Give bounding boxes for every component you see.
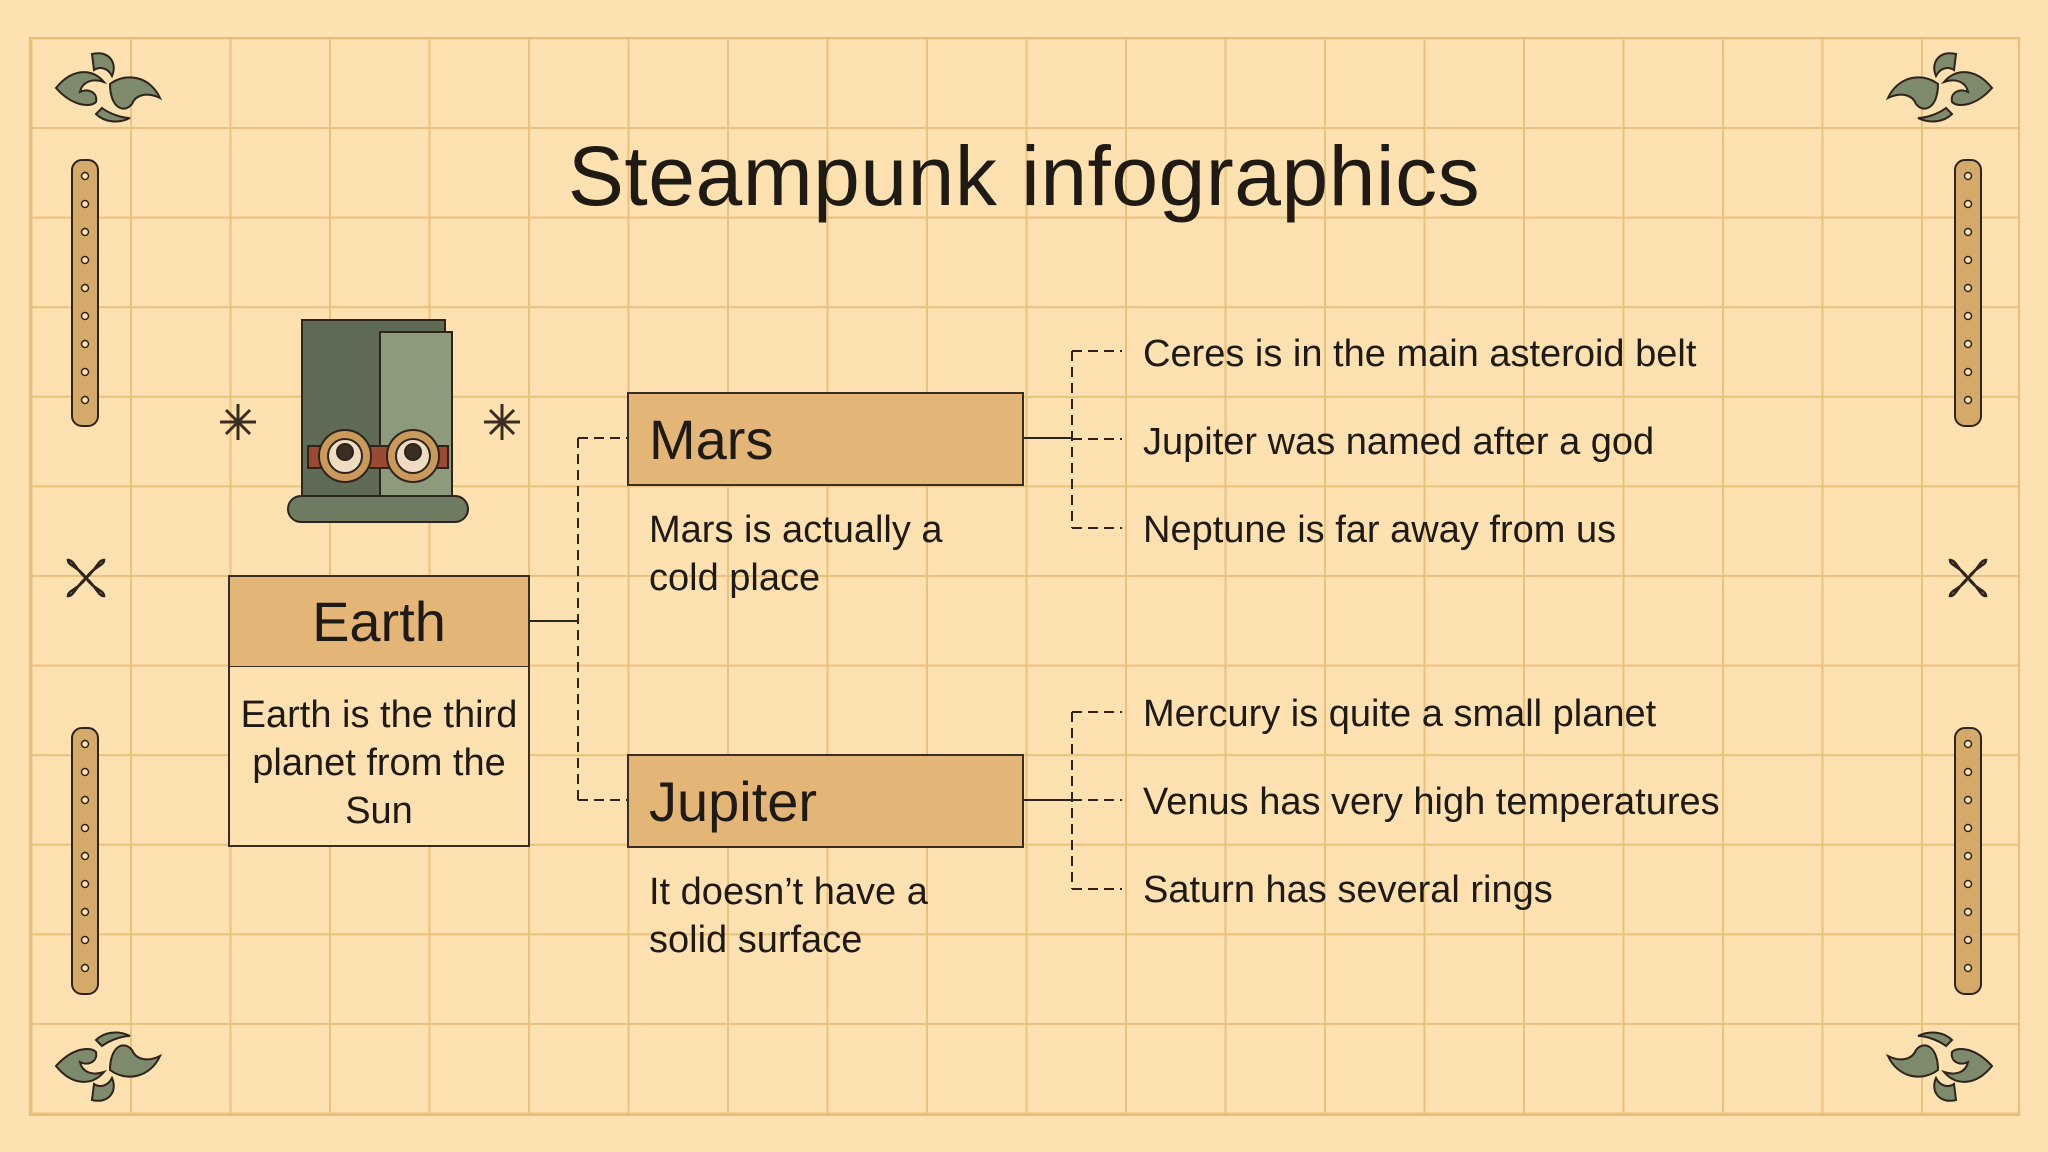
fact-item: Jupiter was named after a god [1143, 421, 1655, 463]
fact-item: Venus has very high temperatures [1143, 781, 1720, 823]
page-title: Steampunk infographics [567, 129, 1481, 223]
cross-ornament-icon [1948, 558, 1988, 598]
root-node-header: Earth [228, 575, 530, 668]
branch-node-jupiter: Jupiter [627, 754, 1024, 848]
riveted-bar-icon [71, 159, 99, 427]
riveted-bar-icon [71, 727, 99, 995]
flourish-ornament-icon [54, 1031, 163, 1102]
branch-node-mars: Mars [627, 392, 1024, 486]
riveted-bar-icon [1954, 159, 1982, 427]
fact-item: Saturn has several rings [1143, 869, 1553, 911]
sparkle-right [484, 404, 520, 440]
cross-ornament-icon [66, 558, 106, 598]
branch-description: It doesn’t have a solid surface [649, 871, 928, 961]
riveted-bar-icon [1954, 727, 1982, 995]
branch-title: Jupiter [649, 769, 818, 833]
sparkle-left [220, 404, 256, 440]
flourish-ornament-icon [54, 52, 163, 123]
fact-item: Ceres is in the main asteroid belt [1143, 333, 1697, 375]
root-node-title: Earth [312, 590, 446, 653]
branch-description: Mars is actually a cold place [649, 509, 943, 599]
top-hat-with-goggles-icon [220, 319, 520, 523]
flourish-ornament-icon [1885, 1031, 1994, 1102]
fact-item: Mercury is quite a small planet [1143, 693, 1657, 735]
root-node-description: Earth is the third planet from the Sun [228, 667, 530, 847]
fact-item: Neptune is far away from us [1143, 509, 1617, 551]
branch-title: Mars [649, 407, 774, 471]
flourish-ornament-icon [1885, 52, 1994, 123]
